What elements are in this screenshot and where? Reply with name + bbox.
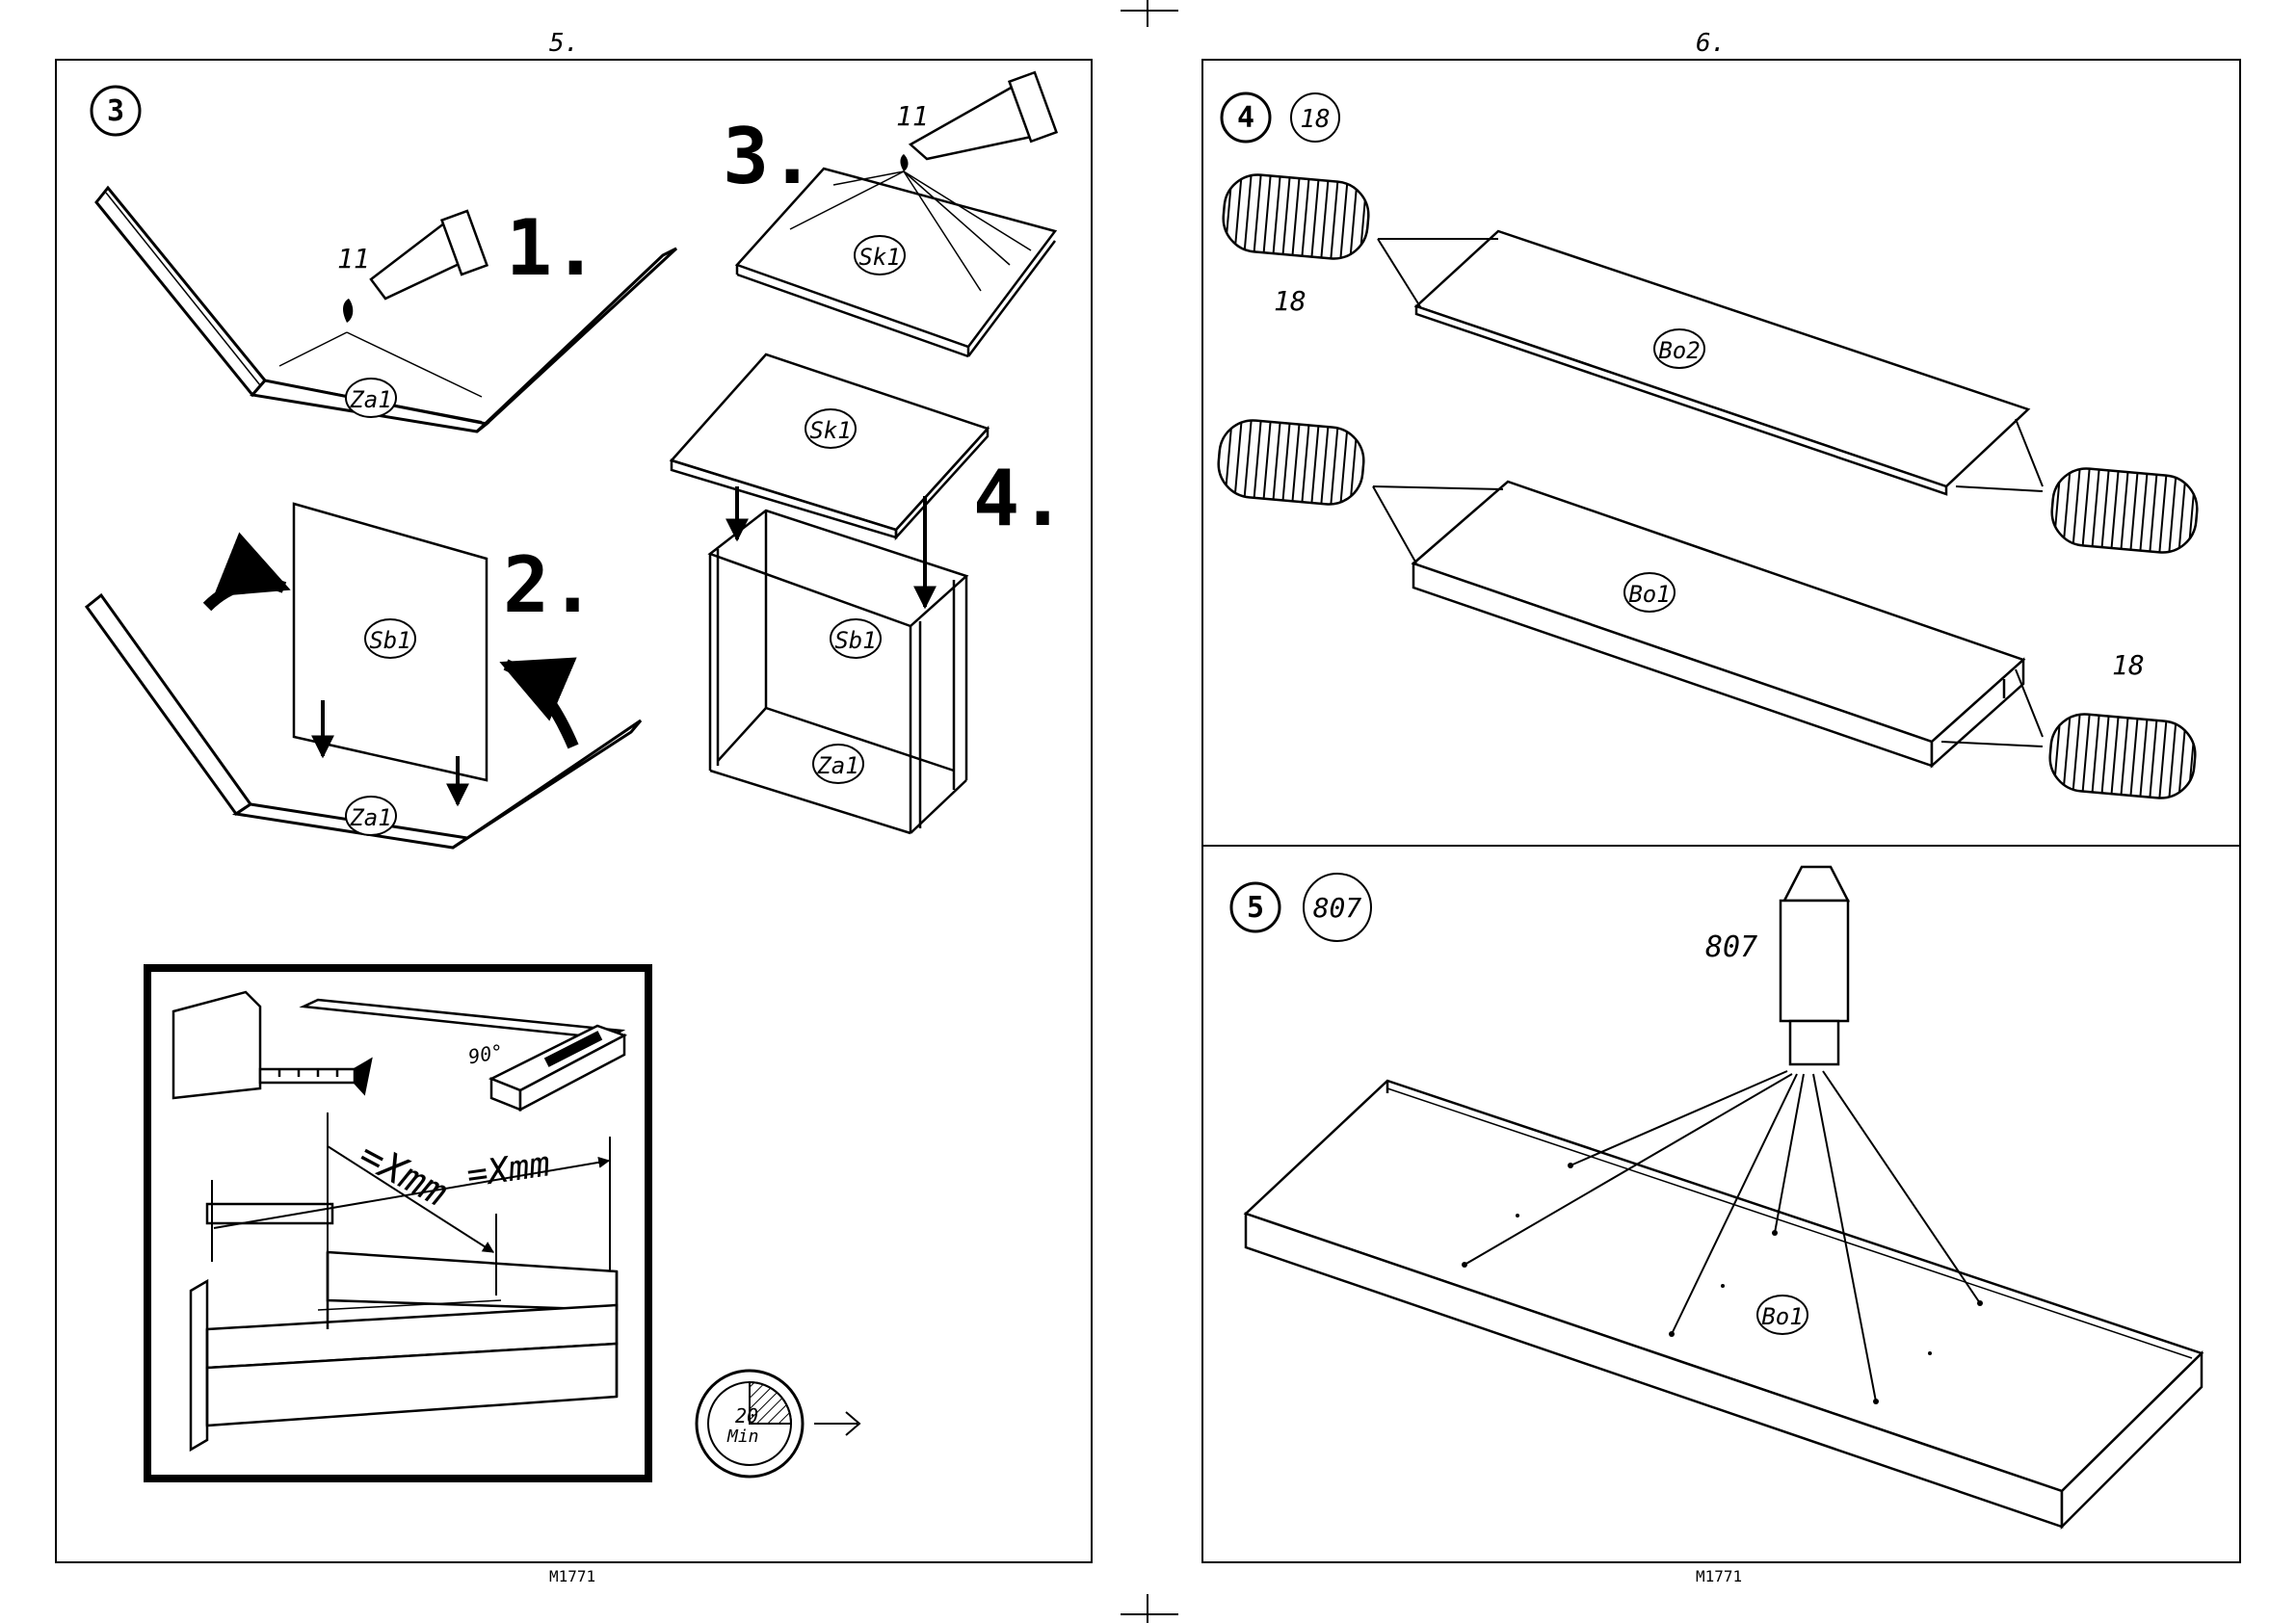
step-5-badge: 5	[1231, 883, 1280, 931]
glue-id-b: 11	[896, 100, 929, 132]
dowel-icon	[1216, 172, 2200, 801]
step-3-badge: 3	[92, 87, 140, 135]
tool-label: 807	[1705, 930, 1757, 964]
timer-value: 20	[735, 1404, 758, 1427]
step-3-number: 3	[107, 94, 124, 128]
timer-unit: Min	[726, 1427, 759, 1447]
substep-label-3: 3.	[723, 112, 815, 201]
hammer-tool-icon	[1781, 867, 1848, 1064]
step-4-count: 18	[1300, 105, 1330, 134]
step-5-number: 5	[1247, 891, 1264, 925]
step-5-count: 807	[1313, 892, 1362, 924]
step-4-count-badge: 18	[1291, 93, 1339, 142]
arrow-right-icon	[814, 1412, 859, 1435]
step-5-count-badge: 807	[1304, 874, 1371, 941]
dowel-label-b: 18	[2112, 649, 2145, 681]
glue-id-a: 11	[337, 243, 370, 275]
part-label-bo1-b: Bo1	[1761, 1303, 1803, 1330]
substep-label-4: 4.	[973, 454, 1066, 543]
part-label-za1-b: Za1	[349, 804, 391, 831]
part-label-sb1-a: Sb1	[369, 627, 410, 654]
substep-label-1: 1.	[506, 203, 598, 293]
part-label-bo2: Bo2	[1658, 337, 1700, 364]
dowel-label-a: 18	[1274, 285, 1306, 317]
measurement-box: 90° =Xmm =Xmm	[147, 968, 648, 1479]
part-label-za1-a: Za1	[349, 386, 391, 413]
board-bo2	[1416, 231, 2028, 494]
step-4-badge: 4	[1222, 93, 1270, 142]
part-label-sb1-b: Sb1	[834, 627, 876, 654]
substep-label-2: 2.	[503, 540, 595, 630]
part-label-sk1-a: Sk1	[858, 244, 900, 271]
board-bo1	[1413, 482, 2023, 766]
part-label-za1-c: Za1	[816, 752, 858, 779]
part-label-sk1-b: Sk1	[809, 417, 851, 444]
step-4-number: 4	[1237, 101, 1254, 135]
part-label-bo1-a: Bo1	[1628, 581, 1670, 608]
board-bo1-large	[1246, 1081, 2202, 1527]
